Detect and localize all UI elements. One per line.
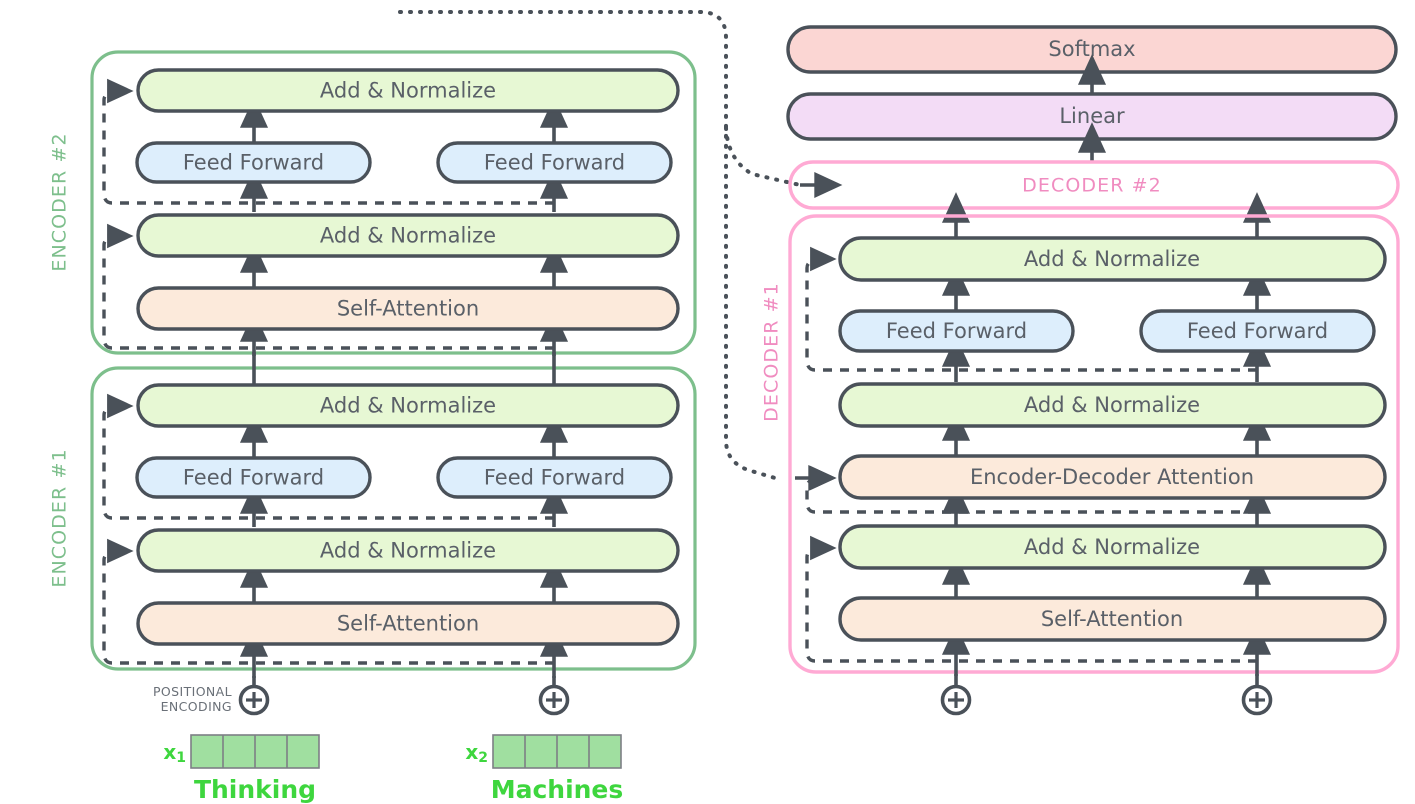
positional-encoding-plus-decoder-right [1241, 684, 1273, 716]
positional-encoding-plus-encoder-right [538, 684, 570, 716]
embedding-label-x1: x1 [163, 740, 186, 767]
decoder1-self-attention[interactable]: Self-Attention [838, 596, 1387, 642]
decoder1-add-norm-lower[interactable]: Add & Normalize [838, 524, 1387, 570]
embedding-label-x1-index: 1 [176, 750, 186, 766]
embedding-vector-x1 [190, 734, 320, 769]
decoder-2-label: DECODER #2 [1022, 175, 1162, 197]
encoder1-feed-forward-right[interactable]: Feed Forward [436, 456, 673, 499]
embedding-label-x2: x2 [465, 740, 488, 767]
encoder2-feed-forward-left[interactable]: Feed Forward [135, 141, 372, 184]
encoder1-residual-lower [102, 538, 554, 665]
encoder2-residual-lower [102, 223, 554, 350]
encoder2-add-norm-upper[interactable]: Add & Normalize [136, 68, 680, 113]
input-word-1: Thinking [194, 775, 316, 804]
encoder1-add-norm-upper[interactable]: Add & Normalize [136, 383, 680, 428]
encoder1-add-norm-lower[interactable]: Add & Normalize [136, 528, 680, 573]
positional-encoding-label-line1: POSITIONAL [153, 684, 232, 699]
encoder-1-container [90, 366, 697, 671]
linear-block[interactable]: Linear [786, 92, 1398, 141]
positional-encoding-plus-decoder-left [940, 684, 972, 716]
decoder1-residual-selfattn [805, 535, 1257, 663]
decoder1-residual-feedforward [805, 246, 1257, 372]
encoder2-add-norm-lower[interactable]: Add & Normalize [136, 213, 680, 258]
encoder1-self-attention[interactable]: Self-Attention [136, 601, 680, 646]
embedding-label-x2-index: 2 [478, 750, 488, 766]
encoder-2-label: ENCODER #2 [49, 132, 71, 271]
encoder2-residual-upper [102, 78, 554, 205]
softmax-block[interactable]: Softmax [786, 25, 1398, 74]
positional-encoding-plus-encoder-left [238, 684, 270, 716]
input-word-2: Machines [491, 775, 624, 804]
positional-encoding-label-line2: ENCODING [161, 699, 232, 714]
decoder1-encoder-decoder-attention[interactable]: Encoder-Decoder Attention [838, 454, 1387, 500]
encoder1-residual-upper [102, 393, 554, 520]
encoder-1-label: ENCODER #1 [49, 448, 71, 587]
decoder1-residual-encdec [805, 465, 1257, 514]
encoder2-self-attention[interactable]: Self-Attention [136, 286, 680, 331]
embedding-label-x1-base: x [163, 740, 176, 764]
decoder-1-label: DECODER #1 [761, 282, 783, 422]
encoder2-feed-forward-right[interactable]: Feed Forward [436, 141, 673, 184]
decoder1-feed-forward-left[interactable]: Feed Forward [838, 309, 1075, 353]
encoder1-feed-forward-left[interactable]: Feed Forward [135, 456, 372, 499]
decoder1-feed-forward-right[interactable]: Feed Forward [1139, 309, 1376, 353]
encoder-to-decoder2-branch [724, 126, 802, 187]
decoder1-add-norm-middle[interactable]: Add & Normalize [838, 382, 1387, 428]
decoder1-add-norm-upper[interactable]: Add & Normalize [838, 236, 1387, 282]
embedding-vector-x2 [492, 734, 622, 769]
decoder-2-container[interactable]: DECODER #2 [788, 160, 1400, 210]
encoder-2-container [90, 50, 697, 355]
encoder-to-decoder-trunk [398, 10, 777, 480]
embedding-label-x2-base: x [465, 740, 478, 764]
decoder-1-container [788, 214, 1400, 674]
